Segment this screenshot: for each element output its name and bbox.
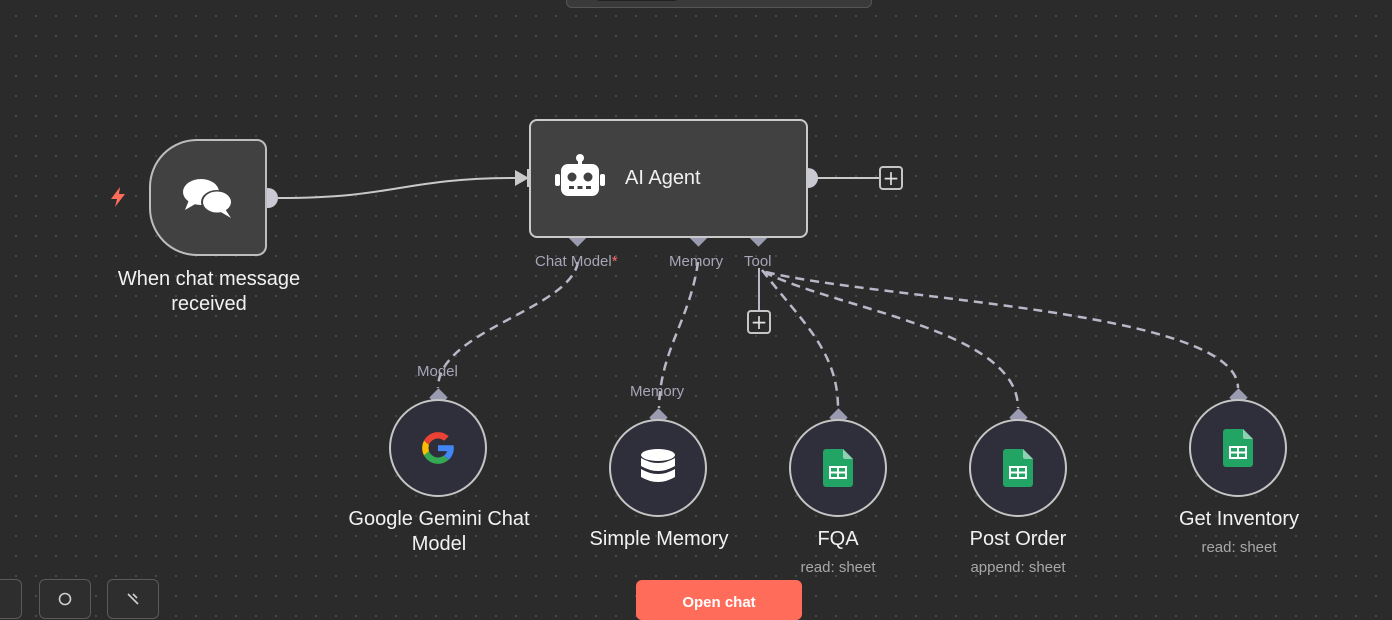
post-order-node-label: Post Order <box>969 528 1067 550</box>
robot-icon <box>555 153 605 196</box>
google-sheets-icon <box>1223 429 1253 467</box>
bolt-icon <box>111 187 125 207</box>
add-tool-button[interactable]: + <box>747 310 771 334</box>
post-order-connection <box>763 270 1020 409</box>
google-sheets-icon <box>823 449 853 487</box>
chat-button-label: Open chat <box>682 594 756 611</box>
ai-agent-node[interactable]: AI Agent <box>529 119 808 238</box>
ai-agent-title: AI Agent <box>625 167 701 189</box>
memory-connection <box>657 261 700 409</box>
chat-bubbles-icon <box>183 178 233 218</box>
trigger-node-label: When chat message received <box>117 268 301 315</box>
post-order-node-subtitle: append: sheet <box>970 559 1066 576</box>
post-order-node[interactable] <box>969 419 1067 517</box>
add-next-node-button[interactable]: + <box>879 166 903 190</box>
fit-view-button[interactable] <box>0 579 22 619</box>
chat-model-port-label: Chat Model* <box>535 253 618 270</box>
zoom-icon <box>58 592 72 606</box>
fqa-node-subtitle: read: sheet <box>800 559 876 576</box>
memory-port-label: Memory <box>669 253 724 270</box>
trigger-node[interactable] <box>149 139 267 256</box>
top-toolbar <box>566 0 872 8</box>
top-toolbar-handle <box>597 0 677 1</box>
google-sheets-icon <box>1003 449 1033 487</box>
tidy-up-button[interactable] <box>107 579 159 619</box>
broom-icon <box>127 593 139 605</box>
fqa-node[interactable] <box>789 419 887 517</box>
simple-memory-node-label: Simple Memory <box>589 528 729 550</box>
input-arrow <box>515 170 529 186</box>
get-inventory-node[interactable] <box>1189 399 1287 497</box>
fqa-node-label: FQA <box>817 528 859 550</box>
get-inventory-connection <box>765 270 1240 389</box>
google-icon <box>422 432 454 464</box>
get-inventory-node-label: Get Inventory <box>1178 508 1300 530</box>
simple-memory-port-label: Memory <box>630 383 685 400</box>
simple-memory-node[interactable] <box>609 419 707 517</box>
open-chat-button[interactable]: Open chat <box>636 580 802 620</box>
main-connection <box>277 177 519 199</box>
gemini-node[interactable] <box>389 399 487 497</box>
model-connection <box>436 261 580 389</box>
fqa-connection <box>761 269 840 409</box>
database-icon <box>641 449 675 482</box>
zoom-in-button[interactable] <box>39 579 91 619</box>
gemini-port-label: Model <box>417 363 458 380</box>
tool-port-label: Tool <box>744 253 772 270</box>
get-inventory-node-subtitle: read: sheet <box>1201 539 1277 556</box>
gemini-node-label: Google Gemini Chat Model <box>348 508 530 555</box>
